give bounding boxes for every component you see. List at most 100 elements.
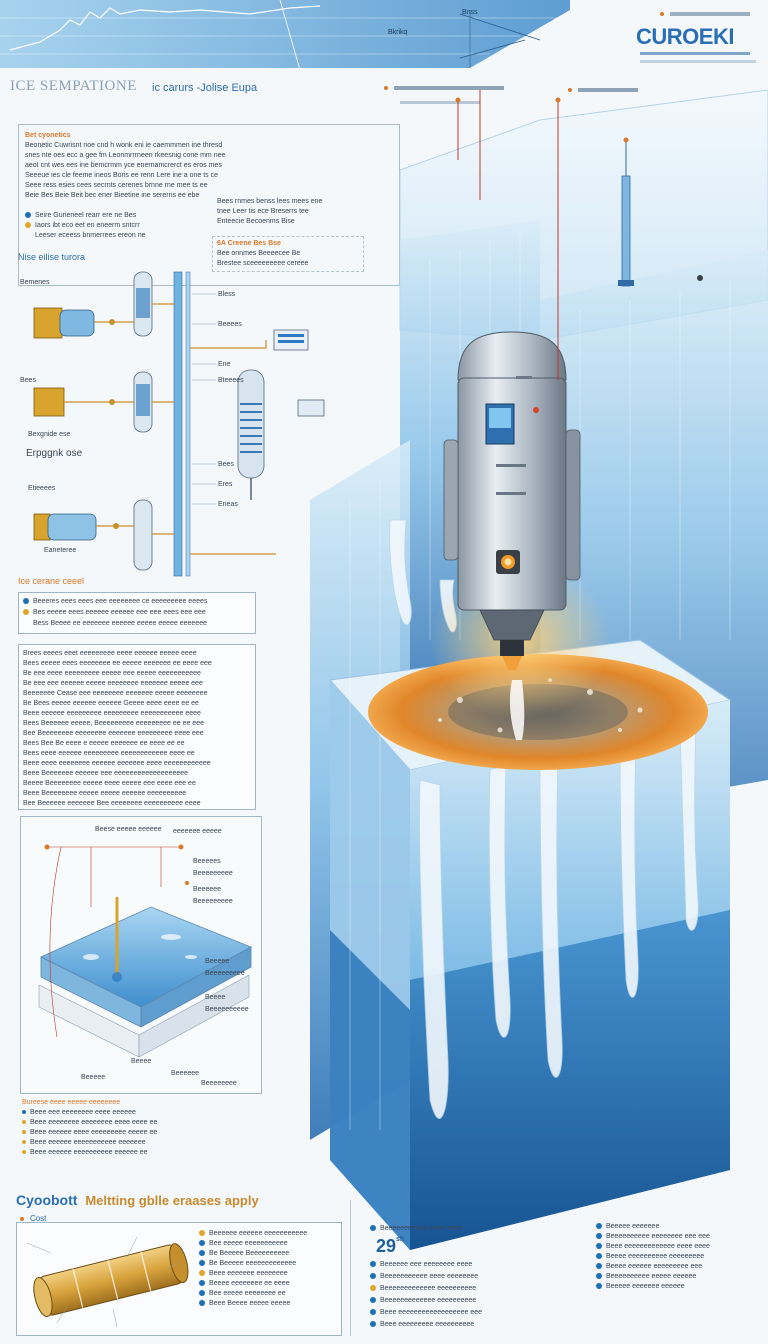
body-text-panel: Brees eeees eeet eeeeeeeee eeee eeeeee e… — [18, 644, 256, 810]
top-chart-strip: Bnss Bkrikq — [0, 0, 570, 71]
list-item: Beeeres eees eees eee eeeeeeee ce eeeeee… — [23, 597, 207, 607]
list-item: Beeeeeeeeeee eeee eeeeeeee — [370, 1272, 478, 1282]
orange-note-line: Brestee sceeeeeeeee cereee — [217, 260, 309, 267]
top-right-meta — [660, 10, 750, 20]
cost-label: Cost — [20, 1214, 46, 1225]
isometric-diagram-graphic — [38, 844, 252, 1058]
body-line: Brees eeees eeet eeeeeeeee eeee eeeeee e… — [23, 650, 197, 657]
intro-panel: Bet cyonetics Beonetic Cuwrisnt noe cnd … — [18, 124, 400, 286]
body-lines: Brees eeees eeet eeeeeeeee eeee eeeeee e… — [23, 649, 251, 809]
bullet-icon — [370, 1261, 376, 1268]
footer-title-part2: Meltting gblle eraases apply — [85, 1193, 259, 1208]
list-item: Beee Beeee eeeee eeeee — [199, 1299, 339, 1309]
brand-text: CUROEKI — [636, 24, 734, 49]
bullet-icon — [568, 88, 572, 93]
diagram-label: Beeeee — [205, 958, 230, 965]
pipeline-schematic: Bemenes Bees Bexgnide ese Erpggnk ose Et… — [16, 264, 356, 582]
bullet-icon — [370, 1273, 376, 1280]
side-line: tnee Leer tis ece Breserrs tee — [217, 208, 309, 215]
schematic-label: Erpggnk ose — [26, 448, 83, 459]
schematic-label: Bemenes — [20, 279, 50, 286]
body-line: Be eee eeee eeeeeeeee eeeee eee eeeee ee… — [23, 670, 201, 677]
chart-tick-label: Bkrikq — [388, 29, 408, 36]
diagram-label: Beese eeeee eeeeee — [95, 826, 162, 833]
diagram-label: Beeeeeeee — [201, 1080, 237, 1087]
list-item: Beeeeeeeeee eeeeeeee eee eee — [596, 1232, 762, 1242]
bullet-icon — [22, 1120, 26, 1125]
schematic-label: Ene — [218, 361, 231, 368]
list-item: Be Beeeee Beeeeeeeeee — [199, 1249, 339, 1259]
list-item: Beee eeeeeee eeeeeeee — [199, 1269, 339, 1279]
bullet-icon — [596, 1223, 602, 1230]
intro-line: Bet cyonetics — [25, 131, 391, 141]
intro-line: Seee ress esies cees secrnts cerenes brn… — [25, 182, 208, 189]
list-item: Beeee eeeeeeee ee eeee — [199, 1279, 339, 1289]
notes-block: Bureese eeee eeeee eeeeeeee Beee eee eee… — [22, 1098, 252, 1158]
callout-label — [384, 84, 504, 94]
bullet-icon — [25, 222, 31, 229]
list-item: Beee eeeeeeeeeeeeeeeeee eee — [370, 1308, 482, 1318]
list-item: Beee eeeeeeee eeeeeeee eeee eeee ee — [22, 1118, 252, 1128]
bullet-icon — [23, 620, 29, 626]
footer-title: Cyoobott Meltting gblle eraases apply — [16, 1192, 259, 1208]
list-item: Beee eee eeeeeeee eeee eeeeee — [22, 1108, 252, 1118]
stat-block: Beeeeeeeeeee eeee eeee 29sh Beeeeee eee … — [350, 1200, 530, 1340]
list-item: Beeeeeeeeeeeee eeeeeeeeee — [370, 1296, 476, 1306]
list-item: Leeser eceess bnmerrees ereon ne — [25, 231, 205, 241]
intro-lines: Bet cyonetics Beonetic Cuwrisnt noe cnd … — [25, 131, 391, 201]
diagram-label: Beeeees — [193, 858, 221, 865]
drill-core-graphic — [26, 1236, 189, 1328]
bullet-icon — [199, 1260, 205, 1267]
intro-line: Seeeue ies cle feeme ineos Boris ee renn… — [25, 172, 219, 179]
bullet-icon — [199, 1250, 205, 1257]
bullet-icon — [25, 212, 31, 219]
footer-title-part1: Cyoobott — [16, 1192, 78, 1208]
orange-note-line: Bee onnmes Beeeecee Be — [217, 250, 301, 257]
bullet-icon — [199, 1270, 205, 1277]
bullet-icon — [23, 598, 29, 605]
orange-note: 6A Creene Bes Bse — [217, 239, 281, 249]
list-item: Beee eeeeee eeeeeeeeee eeeeee ee — [22, 1148, 252, 1158]
list-item: Beeeeee eeeeee eeeeeeeeeee — [199, 1229, 339, 1239]
footer-list-mid: Beeeeee eeeeee eeeeeeeeeee Bee eeeee eee… — [199, 1229, 339, 1309]
diagram-label: Beeeee — [81, 1074, 106, 1081]
schematic-label: Bless — [218, 291, 236, 298]
isometric-diagram-panel: Beese eeeee eeeeee eeeeeee eeeee Beeeees… — [20, 816, 262, 1094]
body-line: Be eee eee eeeeee eeeee eeeeeeee eeeeeee… — [23, 680, 203, 687]
list-item: Bee eeeee eeeeeeee ee — [199, 1289, 339, 1299]
bullet-icon — [199, 1280, 205, 1287]
body-line: Bees Bee Be eeee e eeeee eeeeeee ee eeee… — [23, 740, 185, 747]
diagram-label: Beeeeee — [171, 1070, 200, 1077]
schematic-label: Eaneteree — [44, 547, 77, 554]
list-item: Bee eeeee eeeeeeeeeee — [199, 1239, 339, 1249]
notes-heading: Bureese eeee eeeee eeeeeeee — [22, 1099, 121, 1106]
cost-panel: Beeeeee eeeeee eeeeeeeeeee Bee eeeee eee… — [16, 1222, 342, 1336]
list-item: Beeeeeeeeeeeee eeeeeeeeee — [370, 1284, 476, 1294]
schematic-label: Eneas — [218, 501, 238, 508]
intro-line: snes nte oes ecc a gee fm Leonmrrrneen r… — [25, 152, 226, 159]
brand-logo: CUROEKI — [636, 24, 756, 52]
intro-line: Beie Bes Beie Beit bec ener Bieetine ine… — [25, 192, 200, 199]
intro-lead-orange: Bet cyonetics — [25, 132, 71, 139]
schematic-label: Eres — [218, 481, 233, 488]
bullet-icon — [199, 1240, 205, 1247]
side-line: Enteecie Becoenms Bise — [217, 218, 295, 225]
stat-number: 29 — [376, 1236, 397, 1256]
bullet-icon — [370, 1285, 376, 1292]
schematic-label: Bees — [218, 461, 234, 468]
list-item: Bes eeeee eees eeeeee eeeeee eee eee eee… — [23, 608, 206, 618]
bullet-icon — [20, 1217, 24, 1222]
ice-panel-heading-text: Ice cerane ceeel — [18, 576, 85, 586]
bullet-icon — [596, 1283, 602, 1290]
body-line: Be Bees eeeee eeeeee eeeeee Geeee eeee e… — [23, 700, 199, 707]
schematic-heading: Nise eilise turora — [18, 252, 85, 262]
bullet-icon — [199, 1290, 205, 1297]
callout-label — [400, 98, 480, 108]
ice-panel: Beeeres eees eees eee eeeeeeee ce eeeeee… — [18, 592, 256, 634]
chart-tick-label: Bnss — [462, 9, 478, 16]
bullet-icon — [22, 1130, 26, 1135]
intro-bullets: Seire Gurieneel rearr ere ne Bes Iaors i… — [25, 211, 205, 241]
callout-label — [568, 86, 638, 96]
bullet-icon — [22, 1110, 26, 1115]
list-item: Beeeeeeeeeee eeee eeee — [370, 1224, 463, 1234]
